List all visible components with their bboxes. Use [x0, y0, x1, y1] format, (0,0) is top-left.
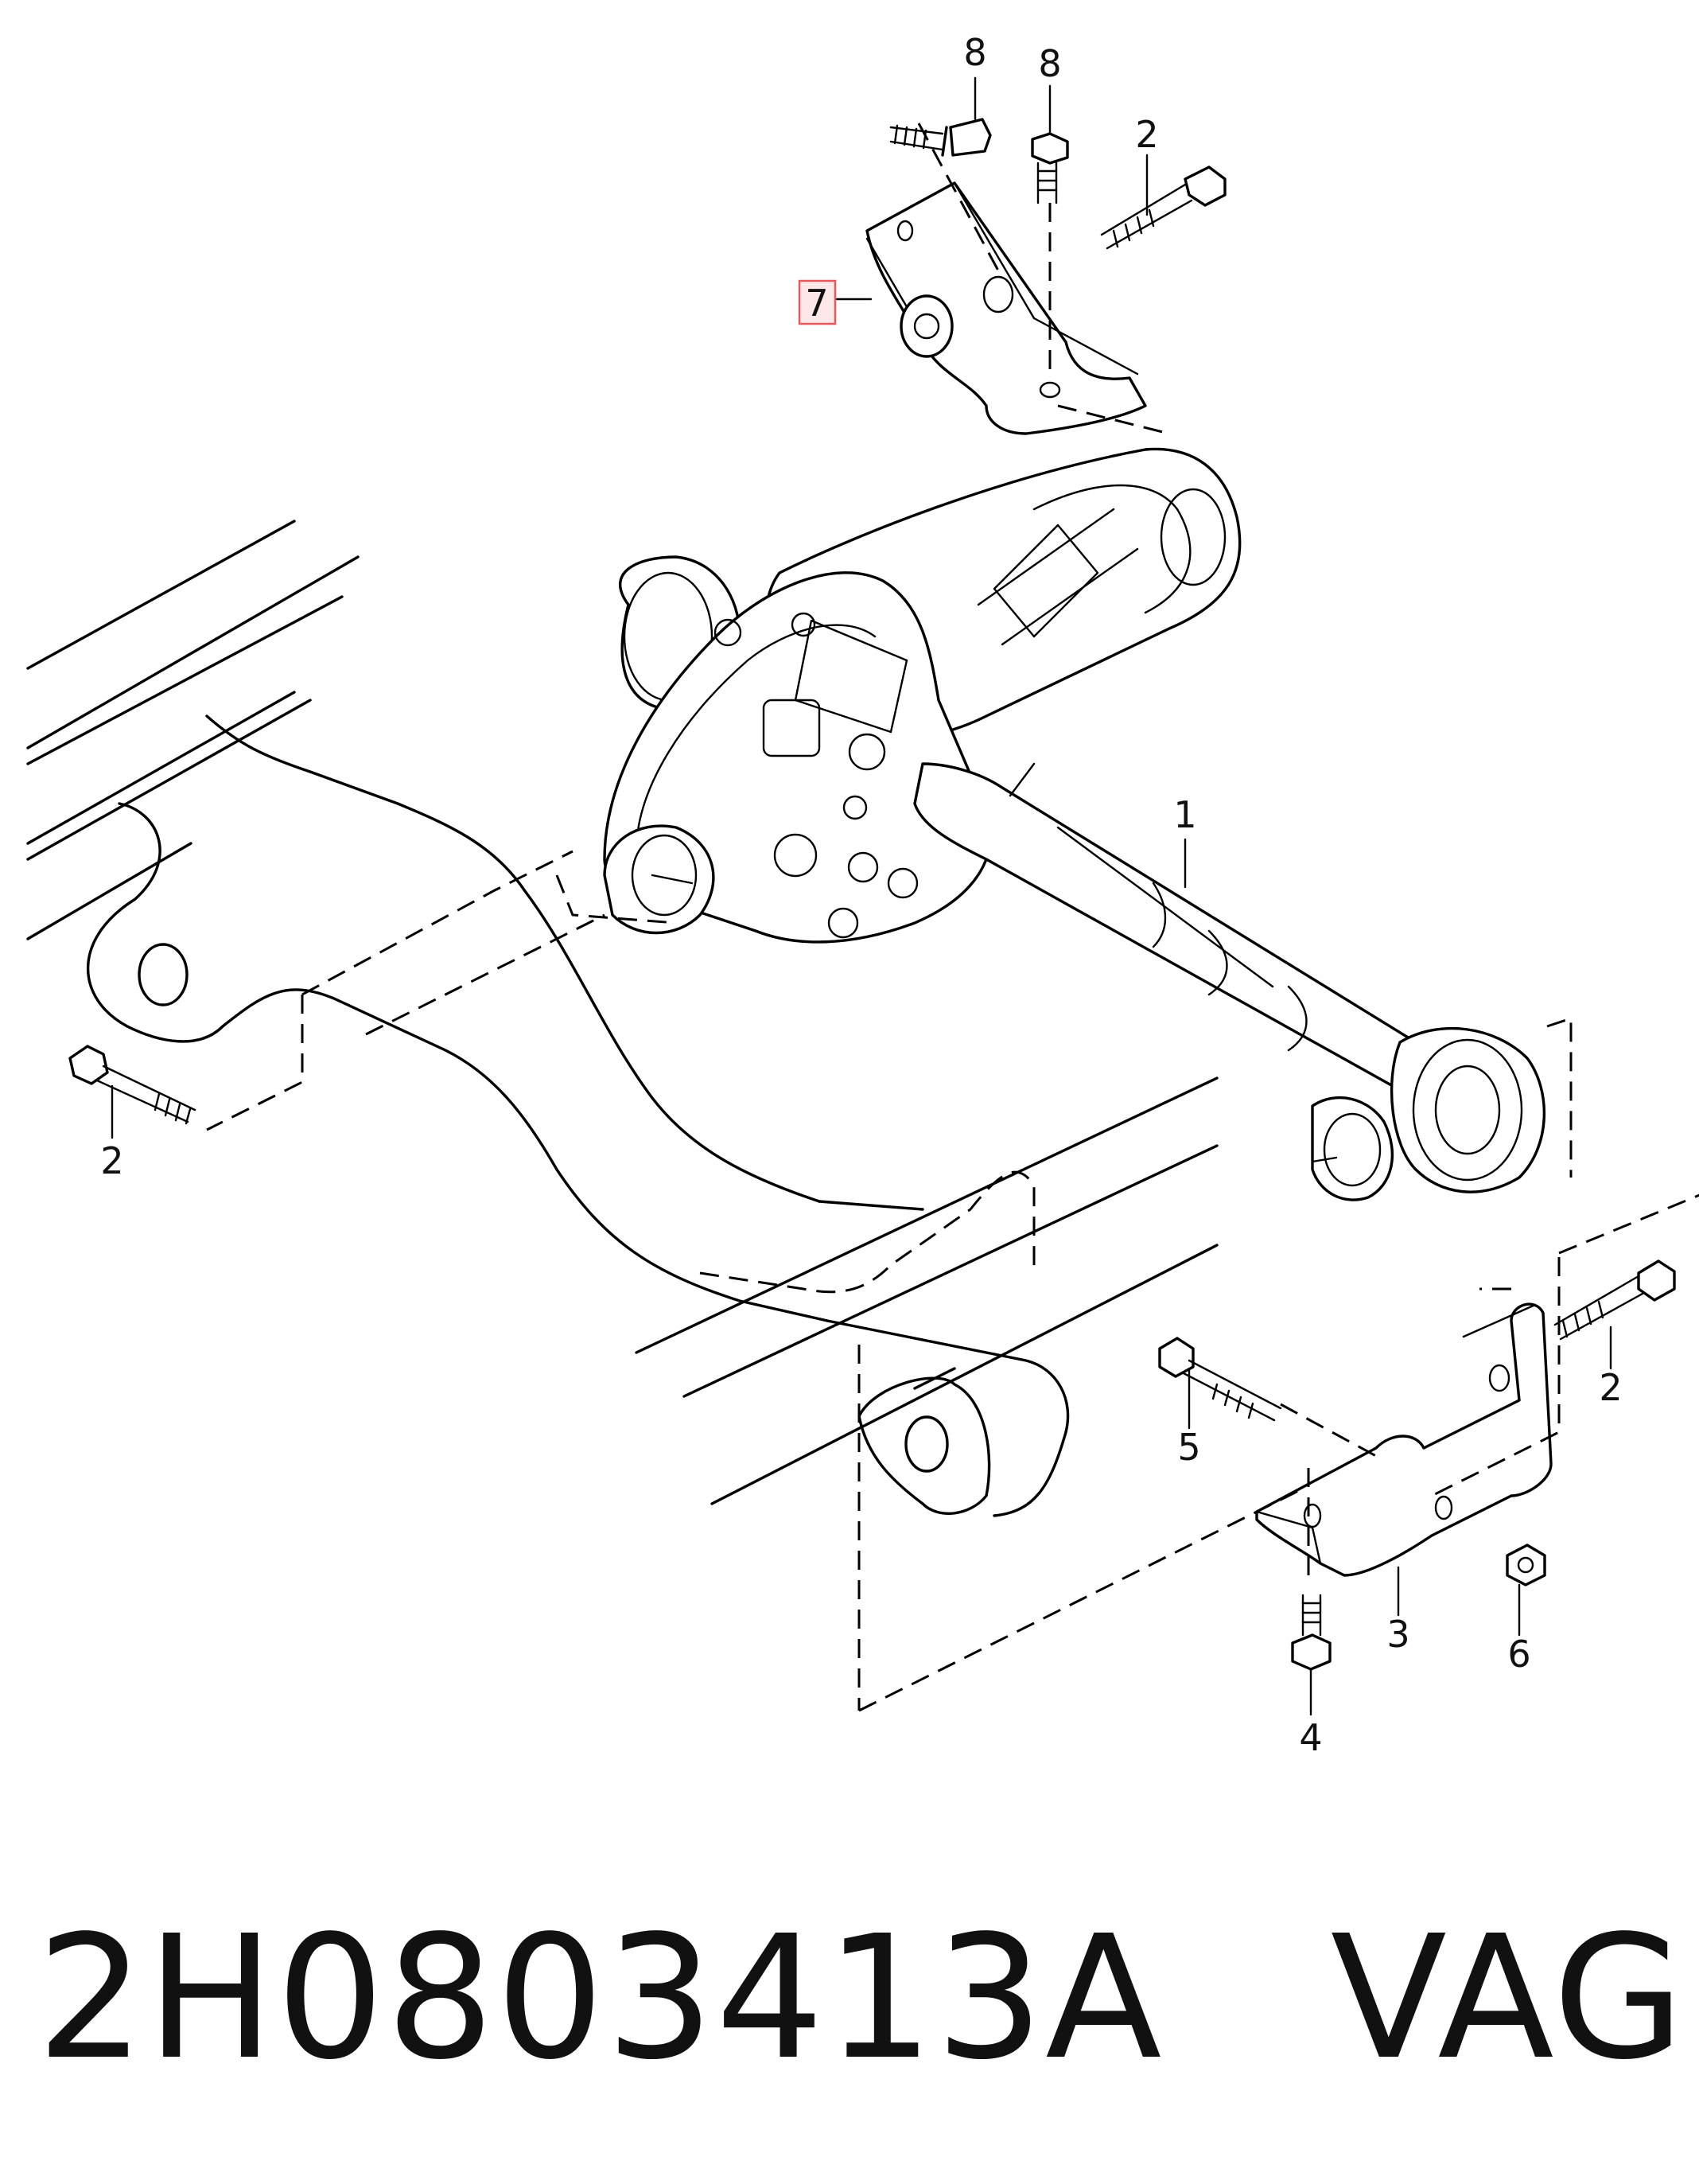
bolt-part-2-top [1100, 165, 1227, 250]
assembly-lines [206, 123, 1699, 1712]
callout-2-top: 2 [1135, 113, 1158, 156]
callout-5: 5 [1177, 1426, 1200, 1469]
subframe-crossmember [86, 714, 1070, 1517]
bolt-part-2-left [68, 1045, 196, 1125]
leader-lines [111, 76, 1612, 1716]
bolt-part-4 [1291, 1594, 1332, 1671]
bracket-part-3 [1255, 1302, 1553, 1577]
callout-3: 3 [1386, 1613, 1409, 1656]
part-number: 2H0803413A [37, 1899, 1164, 2097]
callout-8-a: 8 [963, 31, 986, 74]
highlight-box-part-7 [798, 279, 837, 325]
bolt-part-5 [1158, 1337, 1282, 1422]
lower-frame-rails [635, 1076, 1219, 1505]
brand-name: VAG [1330, 1899, 1686, 2097]
front-axle-differential [603, 447, 1545, 1201]
part-caption: 2H0803413A VAG [37, 1913, 1686, 2084]
bolt-part-8-a [889, 118, 992, 157]
chassis-frame-rails [26, 520, 360, 940]
callout-7: 7 [805, 282, 828, 325]
bolt-part-8-b [1031, 132, 1069, 204]
nut-part-6 [1506, 1544, 1546, 1586]
bolt-part-2-right [1553, 1259, 1676, 1341]
callout-6: 6 [1507, 1633, 1530, 1676]
callout-2-right: 2 [1599, 1366, 1622, 1409]
callout-8-b: 8 [1038, 42, 1061, 85]
callout-1: 1 [1173, 793, 1196, 836]
callout-4: 4 [1299, 1716, 1322, 1759]
bracket-part-7 [865, 181, 1147, 435]
callout-2-left: 2 [100, 1139, 123, 1182]
